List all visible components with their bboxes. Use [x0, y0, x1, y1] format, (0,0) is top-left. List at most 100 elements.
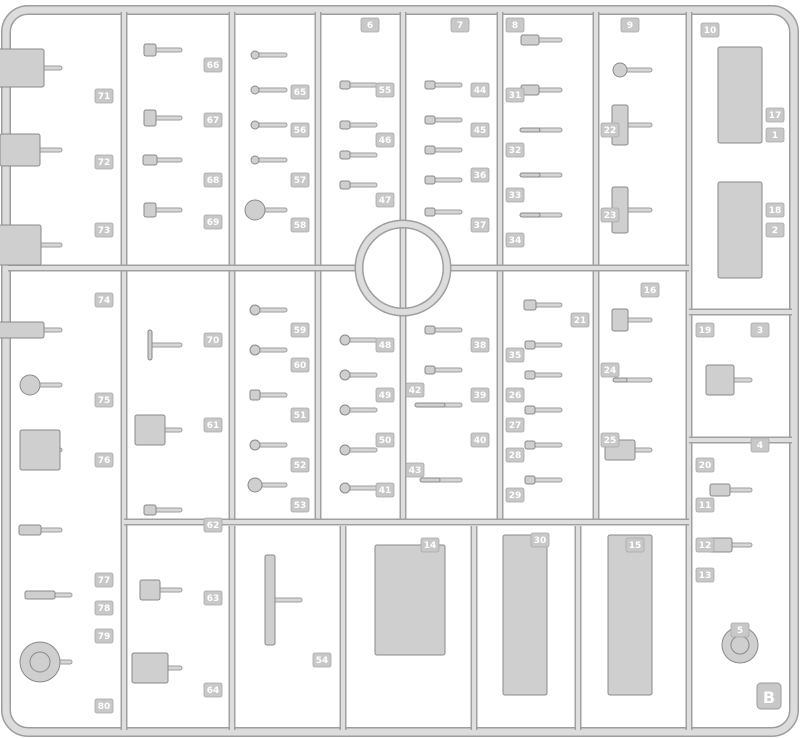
part-number-6: 6 [367, 21, 373, 31]
part-number-4: 4 [757, 441, 763, 451]
part-number-17: 17 [769, 111, 782, 121]
part-number-tag-74 [94, 292, 114, 308]
part-number-tag-57 [290, 172, 310, 188]
valve-part [339, 404, 351, 416]
part-number-9: 9 [627, 21, 633, 31]
part-number-51: 51 [294, 411, 307, 421]
part-number-38: 38 [474, 341, 487, 351]
part-number-76: 76 [98, 456, 111, 466]
part-number-62: 62 [207, 521, 220, 531]
part-number-tag-59 [290, 322, 310, 338]
valve-part [339, 444, 351, 456]
part-number-68: 68 [207, 176, 220, 186]
part-number-tag-12 [695, 537, 715, 553]
lever-part [339, 120, 351, 130]
part-number-tag-1 [765, 127, 785, 143]
lever-part [524, 370, 536, 380]
part-number-tag-45 [470, 122, 490, 138]
lever-part [339, 80, 351, 90]
part-number-tag-6 [360, 17, 380, 33]
part-number-tag-75 [94, 392, 114, 408]
chassis-frame-part [502, 534, 548, 696]
part-number-23: 23 [604, 211, 617, 221]
part-number-tag-7 [450, 17, 470, 33]
part-number-41: 41 [379, 486, 392, 496]
part-number-tag-76 [94, 452, 114, 468]
part-number-tag-68 [203, 172, 223, 188]
part-number-tag-62 [203, 517, 223, 533]
part-number-tag-51 [290, 407, 310, 423]
part-number-26: 26 [509, 391, 522, 401]
engine-block-part [0, 133, 41, 167]
part-number-tag-48 [375, 337, 395, 353]
part-number-tag-11 [695, 497, 715, 513]
part-number-48: 48 [379, 341, 392, 351]
part-number-tag-16 [640, 282, 660, 298]
sprue-letter-badge [756, 682, 782, 710]
pin-part [244, 199, 266, 221]
part-number-49: 49 [379, 391, 392, 401]
lever-part [424, 145, 436, 155]
part-number-63: 63 [207, 594, 220, 604]
wheel-part-hub [29, 651, 51, 673]
part-number-tag-30 [530, 532, 550, 548]
pin-part [250, 120, 260, 130]
lever-part [424, 175, 436, 185]
part-number-tag-44 [470, 82, 490, 98]
lever-part [524, 405, 536, 415]
part-number-tag-66 [203, 57, 223, 73]
part-number-65: 65 [294, 88, 307, 98]
part-number-tag-47 [375, 192, 395, 208]
part-number-75: 75 [98, 396, 111, 406]
part-number-34: 34 [509, 236, 522, 246]
part-number-tag-25 [600, 432, 620, 448]
part-number-tag-42 [405, 382, 425, 398]
part-number-66: 66 [207, 61, 220, 71]
part-number-tag-21 [570, 312, 590, 328]
chassis-frame-part [607, 534, 653, 696]
part-number-tag-33 [505, 187, 525, 203]
part-number-tag-53 [290, 497, 310, 513]
valve-part [612, 62, 628, 78]
part-number-44: 44 [474, 86, 487, 96]
part-number-29: 29 [509, 491, 522, 501]
part-number-tag-77 [94, 572, 114, 588]
part-number-73: 73 [98, 226, 111, 236]
frame-rail-part [264, 554, 276, 646]
part-number-33: 33 [509, 191, 522, 201]
part-number-2: 2 [772, 226, 778, 236]
part-number-8: 8 [512, 21, 518, 31]
part-number-10: 10 [704, 26, 717, 36]
pin-part [247, 477, 263, 493]
x-brace-part [374, 544, 446, 656]
part-number-74: 74 [98, 296, 111, 306]
part-number-60: 60 [294, 361, 307, 371]
part-number-58: 58 [294, 221, 307, 231]
round-part [19, 374, 41, 396]
part-number-21: 21 [574, 316, 587, 326]
rod-part [419, 477, 441, 483]
part-number-tag-29 [505, 487, 525, 503]
rod-part [519, 212, 541, 218]
part-number-tag-58 [290, 217, 310, 233]
part-number-tag-78 [94, 600, 114, 616]
part-number-tag-18 [765, 202, 785, 218]
part-number-tag-46 [375, 132, 395, 148]
part-number-tag-5 [730, 622, 750, 638]
part-number-77: 77 [98, 576, 111, 586]
valve-part [339, 334, 351, 346]
clip-part [143, 504, 157, 516]
part-number-47: 47 [379, 196, 392, 206]
part-number-40: 40 [474, 436, 487, 446]
knob-part [249, 344, 261, 356]
part-number-15: 15 [629, 541, 642, 551]
part-number-tag-35 [505, 347, 525, 363]
part-number-67: 67 [207, 116, 220, 126]
part-number-tag-17 [765, 107, 785, 123]
center-ring-fill [356, 221, 450, 315]
part-number-tag-79 [94, 628, 114, 644]
lever-part [424, 325, 436, 335]
part-number-tag-61 [203, 417, 223, 433]
part-number-61: 61 [207, 421, 220, 431]
part-number-22: 22 [604, 126, 617, 136]
